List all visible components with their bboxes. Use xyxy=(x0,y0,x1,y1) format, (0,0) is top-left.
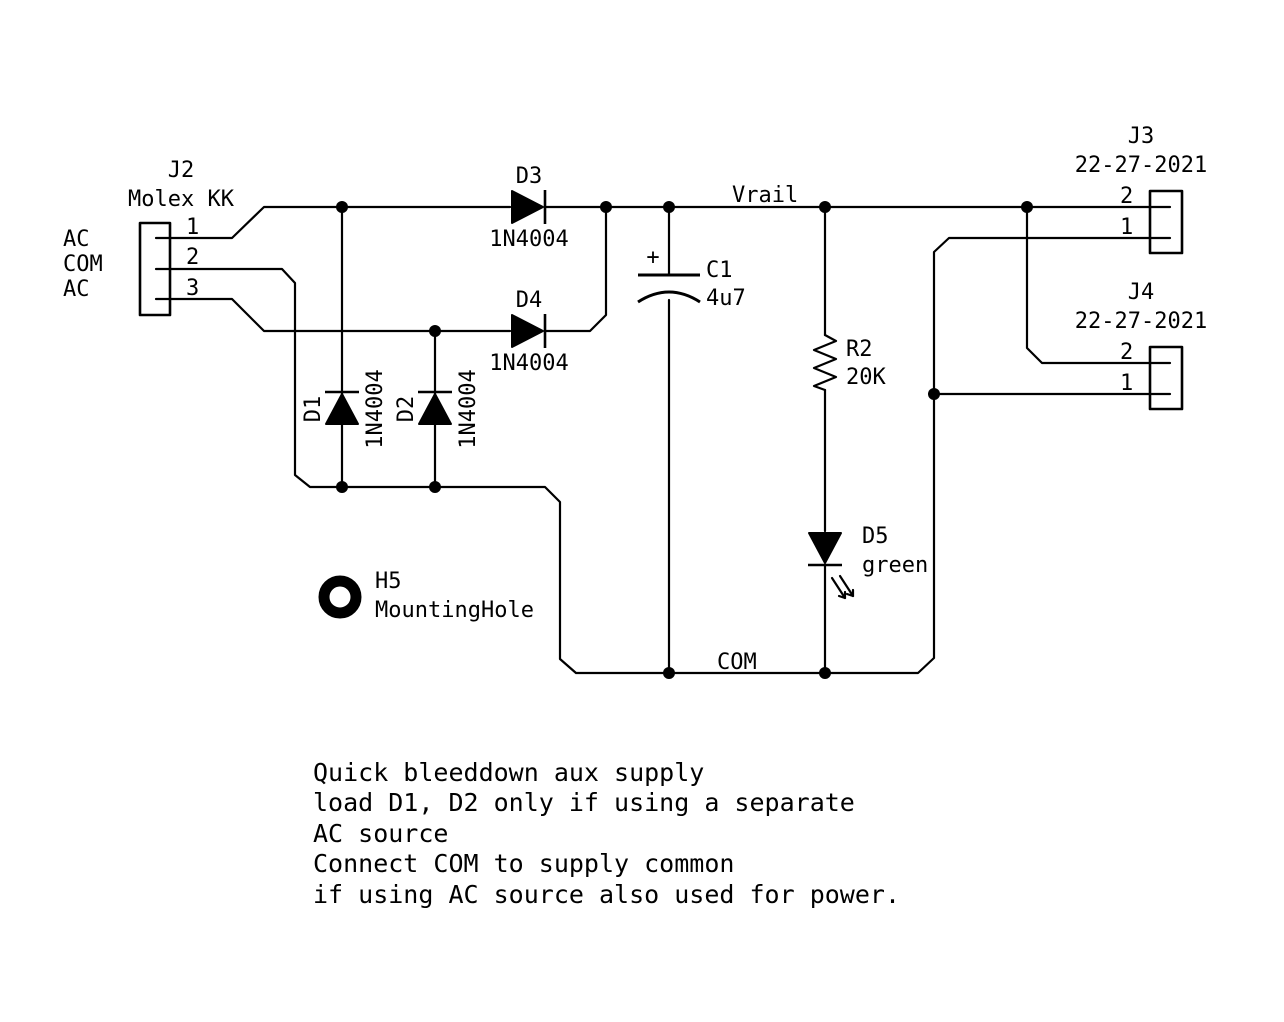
note-line: Connect COM to supply common xyxy=(313,849,734,878)
junction-dot xyxy=(336,201,348,213)
j3-value: 22-27-2021 xyxy=(1075,153,1207,178)
junction-dot xyxy=(819,667,831,679)
junction-dot xyxy=(928,388,940,400)
note-line: AC source xyxy=(313,819,448,848)
light-emission-arrows-icon xyxy=(830,574,855,600)
j3-pin-number: 1 xyxy=(1120,215,1133,240)
note-line: if using AC source also used for power. xyxy=(313,880,900,909)
led-d5-symbol xyxy=(808,532,842,564)
d3-ref: D3 xyxy=(516,164,543,189)
diode-d2: D2 1N4004 xyxy=(394,369,481,448)
c1-polarity-mark: + xyxy=(646,245,659,270)
capacitor-c1: + C1 4u7 xyxy=(637,245,746,311)
junction-dot xyxy=(819,201,831,213)
schematic-notes: Quick bleeddown aux supply load D1, D2 o… xyxy=(313,758,900,909)
h5-ref: H5 xyxy=(375,569,402,594)
resistor-r2-zigzag xyxy=(812,333,838,392)
d2-ref: D2 xyxy=(394,396,419,423)
r2-ref: R2 xyxy=(846,337,873,362)
j4-pin-number: 1 xyxy=(1120,371,1133,396)
connector-j3: J3 22-27-2021 2 1 xyxy=(1075,124,1207,255)
mounting-hole-h5: H5 MountingHole xyxy=(318,569,534,623)
wire-j4-pin2 xyxy=(1025,205,1152,365)
d4-value: 1N4004 xyxy=(489,351,568,376)
mounting-hole-icon xyxy=(318,575,362,619)
d5-ref: D5 xyxy=(862,524,889,549)
r2-value: 20K xyxy=(846,365,886,390)
note-line: Quick bleeddown aux supply xyxy=(313,758,704,787)
wire-j2-pin1 xyxy=(168,205,512,240)
h5-value: MountingHole xyxy=(375,598,534,623)
resistor-r2: R2 20K xyxy=(812,333,886,392)
diode-d1-symbol xyxy=(325,393,359,425)
j4-pin-number: 2 xyxy=(1120,340,1133,365)
j3-ref: J3 xyxy=(1128,124,1155,149)
junction-dot xyxy=(429,325,441,337)
j2-value: Molex KK xyxy=(128,187,235,212)
j2-signal-label: AC xyxy=(63,227,90,252)
d4-ref: D4 xyxy=(516,288,543,313)
wire-j2-pin3 xyxy=(168,297,512,333)
j4-ref: J4 xyxy=(1128,280,1155,305)
diode-d3-symbol xyxy=(511,190,544,224)
connector-j2: J2 Molex KK 1 2 3 AC COM AC xyxy=(63,158,235,317)
wire-d4-out xyxy=(544,205,608,333)
connector-j4: J4 22-27-2021 2 1 xyxy=(1075,280,1207,411)
j2-signal-label: COM xyxy=(63,252,103,277)
note-line: load D1, D2 only if using a separate xyxy=(313,788,855,817)
j2-pin-number: 3 xyxy=(186,276,199,301)
j3-pin-number: 2 xyxy=(1120,184,1133,209)
junction-dot xyxy=(336,481,348,493)
c1-ref: C1 xyxy=(706,258,733,283)
net-label-vrail: Vrail xyxy=(732,183,798,208)
j2-ref: J2 xyxy=(168,158,195,183)
diode-d2-symbol xyxy=(418,393,452,425)
junction-dot xyxy=(663,201,675,213)
net-label-com: COM xyxy=(717,650,757,675)
led-d5: D5 green xyxy=(808,524,928,600)
wire-j2-pin2 xyxy=(168,236,1152,675)
junction-dot xyxy=(429,481,441,493)
diode-d4-symbol xyxy=(511,314,544,348)
d2-value: 1N4004 xyxy=(456,369,481,448)
c1-value: 4u7 xyxy=(706,286,746,311)
d1-ref: D1 xyxy=(301,396,326,423)
junctions xyxy=(336,201,1033,679)
junction-dot xyxy=(663,667,675,679)
j2-signal-label: AC xyxy=(63,277,90,302)
d1-value: 1N4004 xyxy=(363,369,388,448)
junction-dot xyxy=(600,201,612,213)
j2-pin-number: 2 xyxy=(186,245,199,270)
d3-value: 1N4004 xyxy=(489,227,568,252)
j2-pin-number: 1 xyxy=(186,215,199,240)
diode-d1: D1 1N4004 xyxy=(301,369,388,448)
diode-d4: D4 1N4004 xyxy=(489,288,568,376)
d5-value: green xyxy=(862,553,928,578)
junction-dot xyxy=(1021,201,1033,213)
connector-j4-body xyxy=(1148,345,1184,411)
connector-j3-body xyxy=(1148,189,1184,255)
capacitor-c1-curved-plate xyxy=(637,290,701,304)
diode-d3: D3 1N4004 xyxy=(489,164,568,252)
wires xyxy=(168,205,1152,675)
j4-value: 22-27-2021 xyxy=(1075,309,1207,334)
